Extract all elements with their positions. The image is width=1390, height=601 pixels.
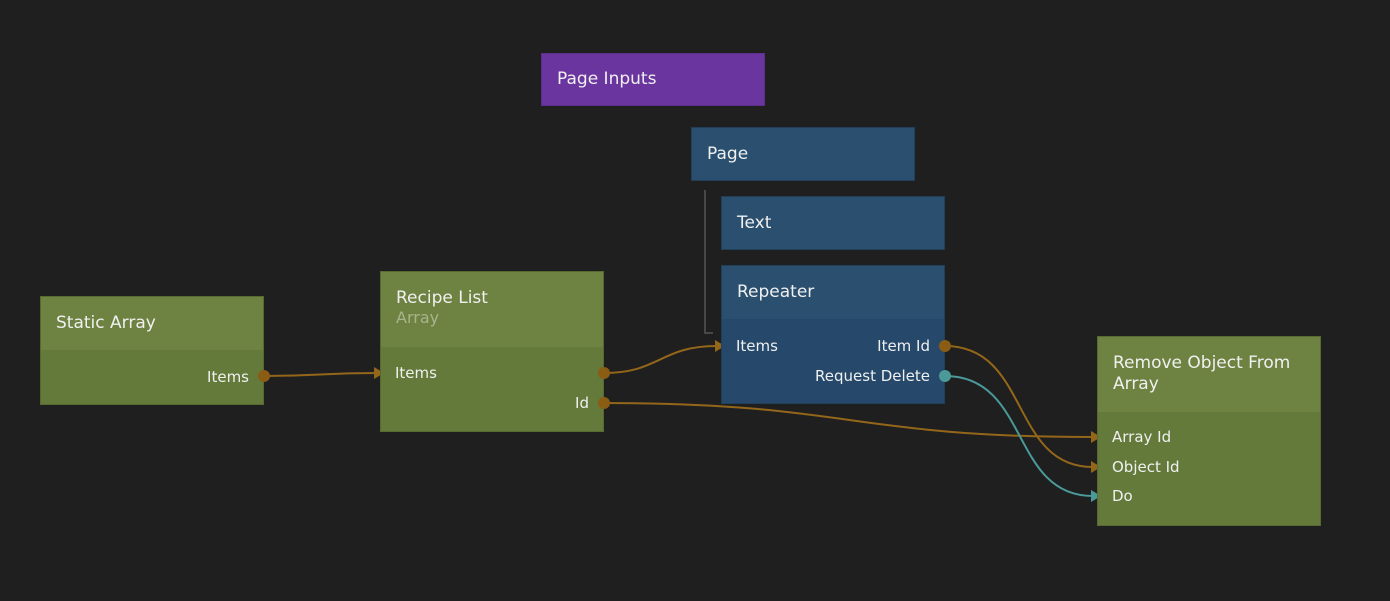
wire-staticarray-items-to-recipelist-items[interactable] xyxy=(263,372,377,377)
port-array-id[interactable]: Array Id xyxy=(1112,428,1172,446)
node-title: Repeater xyxy=(722,266,944,319)
node-static-array[interactable]: Static Array Items xyxy=(40,296,264,405)
port-do[interactable]: Do xyxy=(1112,487,1133,505)
wire-recipelist-items-to-repeater-items[interactable] xyxy=(603,345,718,374)
wire-repeater-requestdelete-to-remove-do[interactable] xyxy=(944,375,1094,497)
node-page[interactable]: Page xyxy=(691,127,915,181)
port-dot-recipelist-items[interactable] xyxy=(598,367,610,379)
node-title: Recipe List xyxy=(396,288,488,308)
port-id[interactable]: Id xyxy=(575,394,589,412)
node-title: Page xyxy=(692,128,914,180)
arrow-remove-objectid xyxy=(1091,461,1101,473)
port-dot-recipelist-id[interactable] xyxy=(598,397,610,409)
node-text[interactable]: Text xyxy=(721,196,945,250)
node-title: Text xyxy=(722,197,944,249)
port-item-id[interactable]: Item Id xyxy=(877,337,930,355)
wire-recipelist-id-to-remove-arrayid[interactable] xyxy=(603,402,1094,438)
node-title: Page Inputs xyxy=(557,69,657,89)
port-dot-repeater-requestdelete[interactable] xyxy=(939,370,951,382)
node-remove-object-from-array[interactable]: Remove Object From Array Array Id Object… xyxy=(1097,336,1321,526)
port-request-delete[interactable]: Request Delete xyxy=(815,367,930,385)
port-dot-repeater-itemid[interactable] xyxy=(939,340,951,352)
port-items[interactable]: Items xyxy=(395,364,437,382)
wire-repeater-itemid-to-remove-objectid[interactable] xyxy=(944,345,1094,468)
arrow-remove-do xyxy=(1091,490,1101,502)
port-items[interactable]: Items xyxy=(207,368,249,386)
node-subtitle: Array xyxy=(396,308,440,327)
arrow-remove-arrayid xyxy=(1091,431,1101,443)
node-title: Remove Object From Array xyxy=(1098,337,1320,412)
port-object-id[interactable]: Object Id xyxy=(1112,458,1180,476)
arrow-repeater-items xyxy=(715,340,725,352)
node-repeater[interactable]: Repeater Items Item Id Request Delete xyxy=(721,265,945,404)
port-items[interactable]: Items xyxy=(736,337,778,355)
port-dot-staticarray-items[interactable] xyxy=(258,370,270,382)
node-page-inputs[interactable]: Page Inputs xyxy=(541,53,765,106)
arrow-recipelist-items xyxy=(374,367,384,379)
node-recipe-list[interactable]: Recipe List Array Items Id xyxy=(380,271,604,432)
node-title: Static Array xyxy=(41,297,263,350)
hierarchy-line xyxy=(704,190,713,334)
